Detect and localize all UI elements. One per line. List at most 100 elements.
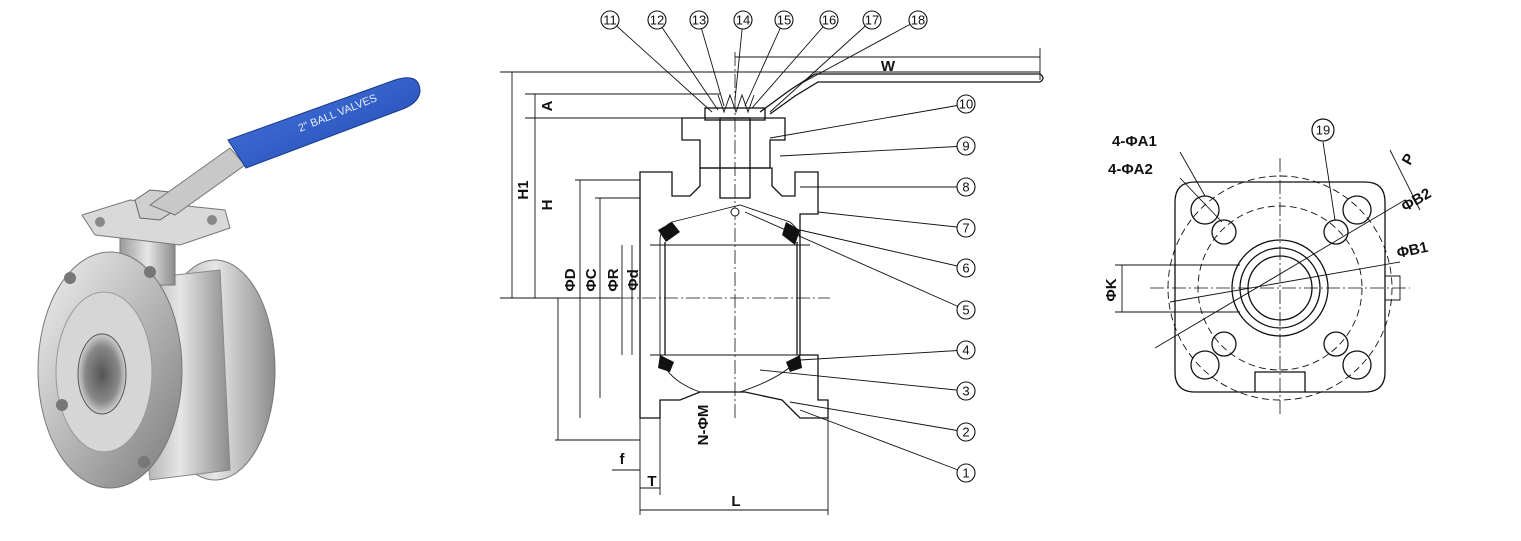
seat-left-lower: [658, 355, 674, 372]
part-balloon-11: [600, 10, 620, 30]
pad-hole-icon: [95, 217, 105, 227]
mounting-pad: [81, 199, 231, 246]
stem-packing: [681, 117, 786, 169]
part-balloon-16: [819, 10, 839, 30]
leader-line-2: [789, 401, 967, 433]
part-number-5: 5: [962, 303, 969, 318]
part-number-19: 19: [1316, 123, 1330, 138]
part-number-17: 17: [865, 13, 879, 28]
label-k: ΦK: [1103, 278, 1120, 301]
dim-label-h1: H1: [515, 180, 532, 199]
leader-line-7: [817, 211, 967, 229]
bolt-hole-icon: [138, 456, 150, 468]
bolt-hole-icon: [144, 266, 156, 278]
part-balloon-6: [956, 258, 976, 278]
handle-lever: [759, 73, 1044, 115]
dim-label-phid-inner: Φd: [625, 269, 642, 290]
dim-label-w: W: [881, 58, 896, 75]
dim-line-b1: [1169, 261, 1401, 303]
hole-a2-icon: [1211, 331, 1237, 357]
label-b1: ΦB1: [1395, 239, 1429, 262]
part-number-3: 3: [962, 384, 969, 399]
part-balloon-2: [956, 422, 976, 442]
label-p: P: [1399, 151, 1419, 168]
leader-line-3: [759, 369, 967, 392]
dim-line-b2: [1154, 199, 1406, 349]
flange-ring-inner: [1247, 255, 1313, 321]
dim-label-nphim: N-ΦM: [695, 405, 712, 446]
part-balloon-10: [956, 94, 976, 114]
dim-label-phid-outer: ΦD: [562, 268, 579, 291]
seat-right: [782, 222, 800, 245]
label-b2: ΦB2: [1399, 185, 1435, 215]
part-balloon-1: [956, 463, 976, 483]
part-number-9: 9: [962, 139, 969, 154]
part-number-4: 4: [962, 343, 969, 358]
hole-a1-icon: [1190, 195, 1220, 225]
part-number-1: 1: [962, 466, 969, 481]
hole-a1-icon: [1190, 350, 1220, 380]
part-balloon-17: [862, 10, 882, 30]
part-number-2: 2: [962, 425, 969, 440]
leader-line-4: [799, 349, 967, 361]
part-balloon-9: [956, 136, 976, 156]
handle-shank: [148, 147, 246, 216]
bolt-hole-icon: [56, 399, 68, 411]
leader-line-16: [751, 19, 830, 109]
leader-a1: [1179, 151, 1206, 197]
hole-a1-icon: [1342, 350, 1372, 380]
hole-a2-icon: [1323, 219, 1349, 245]
dim-label-phir: ΦR: [605, 268, 622, 291]
seat-right-lower: [786, 355, 802, 372]
ball-valve-photo: 2" BALL VALVES: [37, 77, 421, 489]
part-balloon-5: [956, 300, 976, 320]
leader-line-6: [799, 229, 967, 269]
leader-line-5: [744, 211, 967, 311]
part-number-6: 6: [962, 261, 969, 276]
bolt-hole-icon: [64, 272, 76, 284]
part-balloon-3: [956, 381, 976, 401]
bottom-notch: [1254, 371, 1306, 392]
leader-line-17: [769, 19, 873, 113]
dim-label-phic: ΦC: [583, 268, 600, 291]
dim-label-a: A: [539, 100, 556, 111]
part-number-7: 7: [962, 221, 969, 236]
part-balloon-15: [774, 10, 794, 30]
leader-line-15: [744, 19, 785, 107]
leader-a2: [1179, 177, 1223, 223]
leader-line-14: [734, 19, 744, 101]
part-number-13: 13: [692, 13, 706, 28]
stem-pin-icon: [730, 207, 740, 217]
part-balloon-7: [956, 218, 976, 238]
stem: [719, 117, 751, 199]
dim-label-f: f: [620, 451, 626, 468]
dim-label-l: L: [731, 493, 740, 510]
part-number-16: 16: [822, 13, 836, 28]
leader-line-10: [769, 103, 967, 139]
leader-line-12: [656, 19, 719, 111]
label-a1: 4-ΦA1: [1112, 133, 1157, 150]
part-number-14: 14: [736, 13, 750, 28]
part-number-18: 18: [911, 13, 925, 28]
leader-line-1: [799, 409, 967, 474]
hole-a2-icon: [1323, 331, 1349, 357]
leader-19: [1322, 141, 1336, 221]
part-balloon-12: [647, 10, 667, 30]
mounting-pad-outline: [1174, 181, 1386, 393]
dim-line-p: [1389, 149, 1421, 211]
valve-body-section: [639, 167, 829, 419]
gland-spring: [717, 93, 755, 114]
part-balloon-18: [908, 10, 928, 30]
part-number-11: 11: [603, 13, 617, 28]
dim-label-t: T: [647, 473, 656, 490]
part-balloon-14: [733, 10, 753, 30]
hole-a2-icon: [1211, 219, 1237, 245]
pad-hole-icon: [207, 215, 217, 225]
part-number-15: 15: [777, 13, 791, 28]
hole-a1-icon: [1342, 195, 1372, 225]
gland-nut: [704, 107, 766, 121]
part-balloon-4: [956, 340, 976, 360]
leader-line-18: [799, 19, 919, 85]
